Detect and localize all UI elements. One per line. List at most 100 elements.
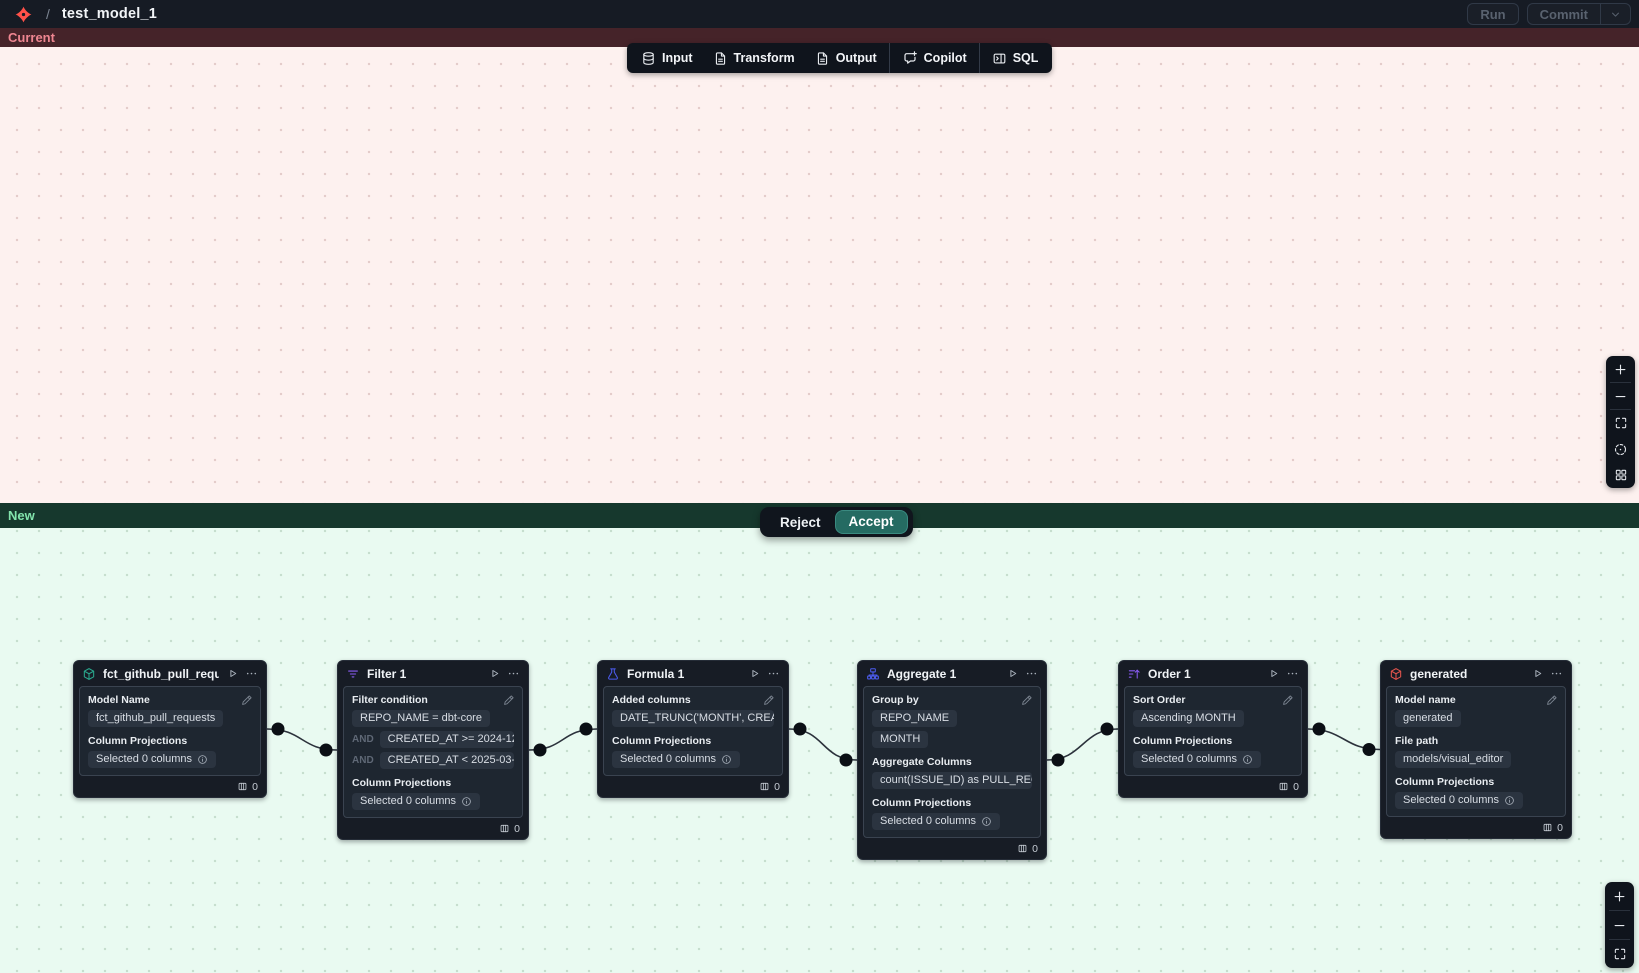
toolbar-divider bbox=[1610, 409, 1631, 410]
node-header[interactable]: Filter 1 bbox=[338, 661, 528, 686]
fullscreen-icon bbox=[1613, 947, 1627, 961]
edit-icon[interactable] bbox=[503, 694, 515, 706]
node-menu-button[interactable] bbox=[1025, 667, 1038, 680]
node-title: generated bbox=[1410, 666, 1468, 681]
columns-icon bbox=[1017, 843, 1028, 854]
field-label: Added columns bbox=[612, 694, 691, 706]
node-footer: 0 bbox=[74, 776, 266, 797]
node-menu-button[interactable] bbox=[767, 667, 780, 680]
reject-button[interactable]: Reject bbox=[770, 515, 831, 530]
node-play-button[interactable] bbox=[1006, 667, 1019, 680]
edit-icon[interactable] bbox=[241, 694, 253, 706]
zoom-out-button[interactable] bbox=[1606, 383, 1635, 409]
palette-item-output[interactable]: Output bbox=[805, 43, 887, 73]
pill-text: MONTH bbox=[880, 733, 921, 745]
node-header[interactable]: generated bbox=[1381, 661, 1571, 686]
node-play-button[interactable] bbox=[226, 667, 239, 680]
node-fct_github_pull_requests[interactable]: fct_github_pull_requestsModel Namefct_gi… bbox=[73, 660, 267, 798]
info-icon[interactable] bbox=[461, 796, 472, 807]
palette-item-input[interactable]: Input bbox=[631, 43, 703, 73]
node-header[interactable]: Formula 1 bbox=[598, 661, 788, 686]
locate-icon bbox=[1613, 442, 1628, 457]
current-canvas[interactable] bbox=[0, 47, 1639, 503]
info-icon[interactable] bbox=[1504, 795, 1515, 806]
pill-text: Selected 0 columns bbox=[96, 753, 192, 765]
chevron-down-icon[interactable] bbox=[1601, 8, 1630, 21]
run-button[interactable]: Run bbox=[1467, 3, 1519, 25]
dbt-logo-icon[interactable] bbox=[14, 5, 33, 24]
palette-item-copilot[interactable]: Copilot bbox=[892, 43, 977, 73]
palette-label: Output bbox=[835, 51, 877, 65]
sitemap-icon bbox=[866, 667, 880, 681]
palette-item-sql[interactable]: SQL bbox=[982, 43, 1049, 73]
field-row: Selected 0 columns bbox=[1133, 751, 1293, 768]
commit-label: Commit bbox=[1539, 6, 1588, 22]
node-menu-button[interactable] bbox=[245, 667, 258, 680]
value-pill: models/visual_editor bbox=[1395, 751, 1512, 768]
zoom-in-button[interactable] bbox=[1605, 882, 1634, 910]
row-count: 0 bbox=[514, 822, 520, 835]
columns-icon bbox=[237, 781, 248, 792]
edit-icon[interactable] bbox=[1021, 694, 1033, 706]
sort-asc-icon bbox=[1127, 667, 1141, 681]
fit-view-button[interactable] bbox=[1605, 940, 1634, 968]
info-icon[interactable] bbox=[197, 754, 208, 765]
value-pill: Selected 0 columns bbox=[1395, 792, 1523, 809]
field-row: Selected 0 columns bbox=[88, 751, 252, 768]
node-play-button[interactable] bbox=[1267, 667, 1280, 680]
fit-view-button[interactable] bbox=[1606, 410, 1635, 436]
value-pill: Selected 0 columns bbox=[1133, 751, 1261, 768]
accept-button[interactable]: Accept bbox=[834, 510, 908, 534]
pill-text: Selected 0 columns bbox=[360, 795, 456, 807]
node-play-button[interactable] bbox=[748, 667, 761, 680]
info-icon[interactable] bbox=[721, 754, 732, 765]
node-header[interactable]: Aggregate 1 bbox=[858, 661, 1046, 686]
info-icon[interactable] bbox=[1242, 754, 1253, 765]
button-divider bbox=[1600, 4, 1601, 24]
palette-item-transform[interactable]: Transform bbox=[703, 43, 805, 73]
pill-text: REPO_NAME = dbt-core bbox=[360, 712, 482, 724]
commit-button[interactable]: Commit bbox=[1526, 3, 1631, 25]
pill-text: REPO_NAME bbox=[880, 712, 950, 724]
node-header[interactable]: fct_github_pull_requests bbox=[74, 661, 266, 686]
node-menu-button[interactable] bbox=[1550, 667, 1563, 680]
node-menu-button[interactable] bbox=[1286, 667, 1299, 680]
node-footer: 0 bbox=[338, 818, 528, 839]
node-title: Formula 1 bbox=[627, 666, 685, 681]
node-footer: 0 bbox=[1119, 776, 1307, 797]
field-row: REPO_NAME bbox=[872, 710, 1032, 727]
locate-button[interactable] bbox=[1606, 436, 1635, 462]
node-menu-button[interactable] bbox=[507, 667, 520, 680]
edit-icon[interactable] bbox=[763, 694, 775, 706]
zoom-out-button[interactable] bbox=[1605, 911, 1634, 939]
zoom-in-button[interactable] bbox=[1606, 356, 1635, 382]
edit-icon[interactable] bbox=[1546, 694, 1558, 706]
pill-text: DATE_TRUNC('MONTH', CREATED_AT… bbox=[620, 712, 774, 724]
pill-text: Selected 0 columns bbox=[1141, 753, 1237, 765]
info-icon[interactable] bbox=[981, 816, 992, 827]
pill-text: CREATED_AT >= 2024-12-01 bbox=[387, 733, 514, 745]
field-row: REPO_NAME = dbt-core bbox=[352, 710, 514, 727]
field-row: Selected 0 columns bbox=[352, 793, 514, 810]
node-play-button[interactable] bbox=[1531, 667, 1544, 680]
grid-view-button[interactable] bbox=[1606, 462, 1635, 488]
current-version-label: Current bbox=[8, 30, 55, 45]
edit-icon[interactable] bbox=[1282, 694, 1294, 706]
node-header[interactable]: Order 1 bbox=[1119, 661, 1307, 686]
node-play-button[interactable] bbox=[488, 667, 501, 680]
node-palette: Input Transform Output Copilot SQL bbox=[627, 43, 1053, 73]
columns-icon bbox=[1542, 822, 1553, 833]
